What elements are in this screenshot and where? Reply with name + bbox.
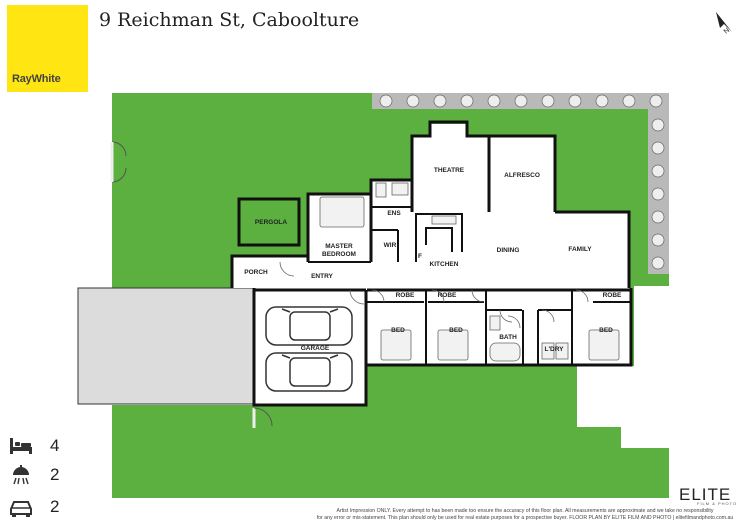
raywhite-logo: RayWhite: [7, 5, 88, 92]
page-title: 9 Reichman St, Caboolture: [99, 9, 360, 31]
car-right: [265, 352, 353, 392]
interior-walls: [308, 206, 631, 365]
label-bed-2: BED: [449, 327, 463, 334]
label-fridge: F: [418, 253, 422, 260]
label-ens: ENS: [387, 210, 401, 217]
doors: [279, 261, 589, 329]
gate-bottom: [252, 407, 273, 428]
label-kitchen: KITCHEN: [430, 261, 459, 268]
disclaimer-line-2: for any error or mis-statement. This pla…: [316, 514, 734, 521]
driveway: [77, 287, 255, 405]
label-master-2: BEDROOM: [322, 251, 356, 258]
bathrooms-stat: 2: [9, 465, 59, 485]
car-left: [265, 306, 353, 346]
label-master-1: MASTER: [325, 243, 353, 250]
shower-icon: [13, 465, 29, 485]
cars-count: 2: [50, 497, 60, 516]
label-bath: BATH: [499, 334, 517, 341]
label-ldry: L'DRY: [545, 346, 565, 353]
label-garage: GARAGE: [301, 345, 330, 352]
shrubs: [379, 94, 665, 270]
gate-left: [110, 141, 127, 183]
label-theatre: THEATRE: [434, 167, 465, 174]
label-family: FAMILY: [568, 246, 592, 253]
studio-logo: ELITE: [679, 485, 732, 504]
disclaimer: Artist Impression ONLY. Every attempt to…: [310, 508, 740, 521]
label-pergola: PERGOLA: [255, 219, 287, 226]
logo-text: RayWhite: [12, 73, 61, 85]
north-arrow-icon: N: [716, 12, 732, 36]
label-wir: WIR: [384, 242, 397, 249]
svg-text:N: N: [723, 27, 731, 36]
label-bed-1: BED: [391, 327, 405, 334]
label-robe-1: ROBE: [396, 292, 415, 299]
bed-icon: [10, 438, 32, 454]
fixtures: [319, 182, 620, 362]
bathrooms-count: 2: [50, 465, 60, 484]
label-robe-3: ROBE: [603, 292, 622, 299]
bedrooms-stat: 4: [9, 436, 59, 456]
disclaimer-line-1: Artist Impression ONLY. Every attempt to…: [336, 508, 714, 514]
label-entry: ENTRY: [311, 273, 333, 280]
label-alfresco: ALFRESCO: [504, 172, 540, 179]
label-bed-3: BED: [599, 327, 613, 334]
cars-stat: 2: [9, 497, 59, 517]
label-robe-2: ROBE: [438, 292, 457, 299]
label-porch: PORCH: [244, 269, 268, 276]
bedrooms-count: 4: [50, 436, 60, 455]
studio-logo-sub: FILM & PHOTO: [697, 501, 738, 506]
walls: [230, 120, 633, 407]
label-dining: DINING: [497, 247, 520, 254]
car-icon: [10, 501, 32, 517]
